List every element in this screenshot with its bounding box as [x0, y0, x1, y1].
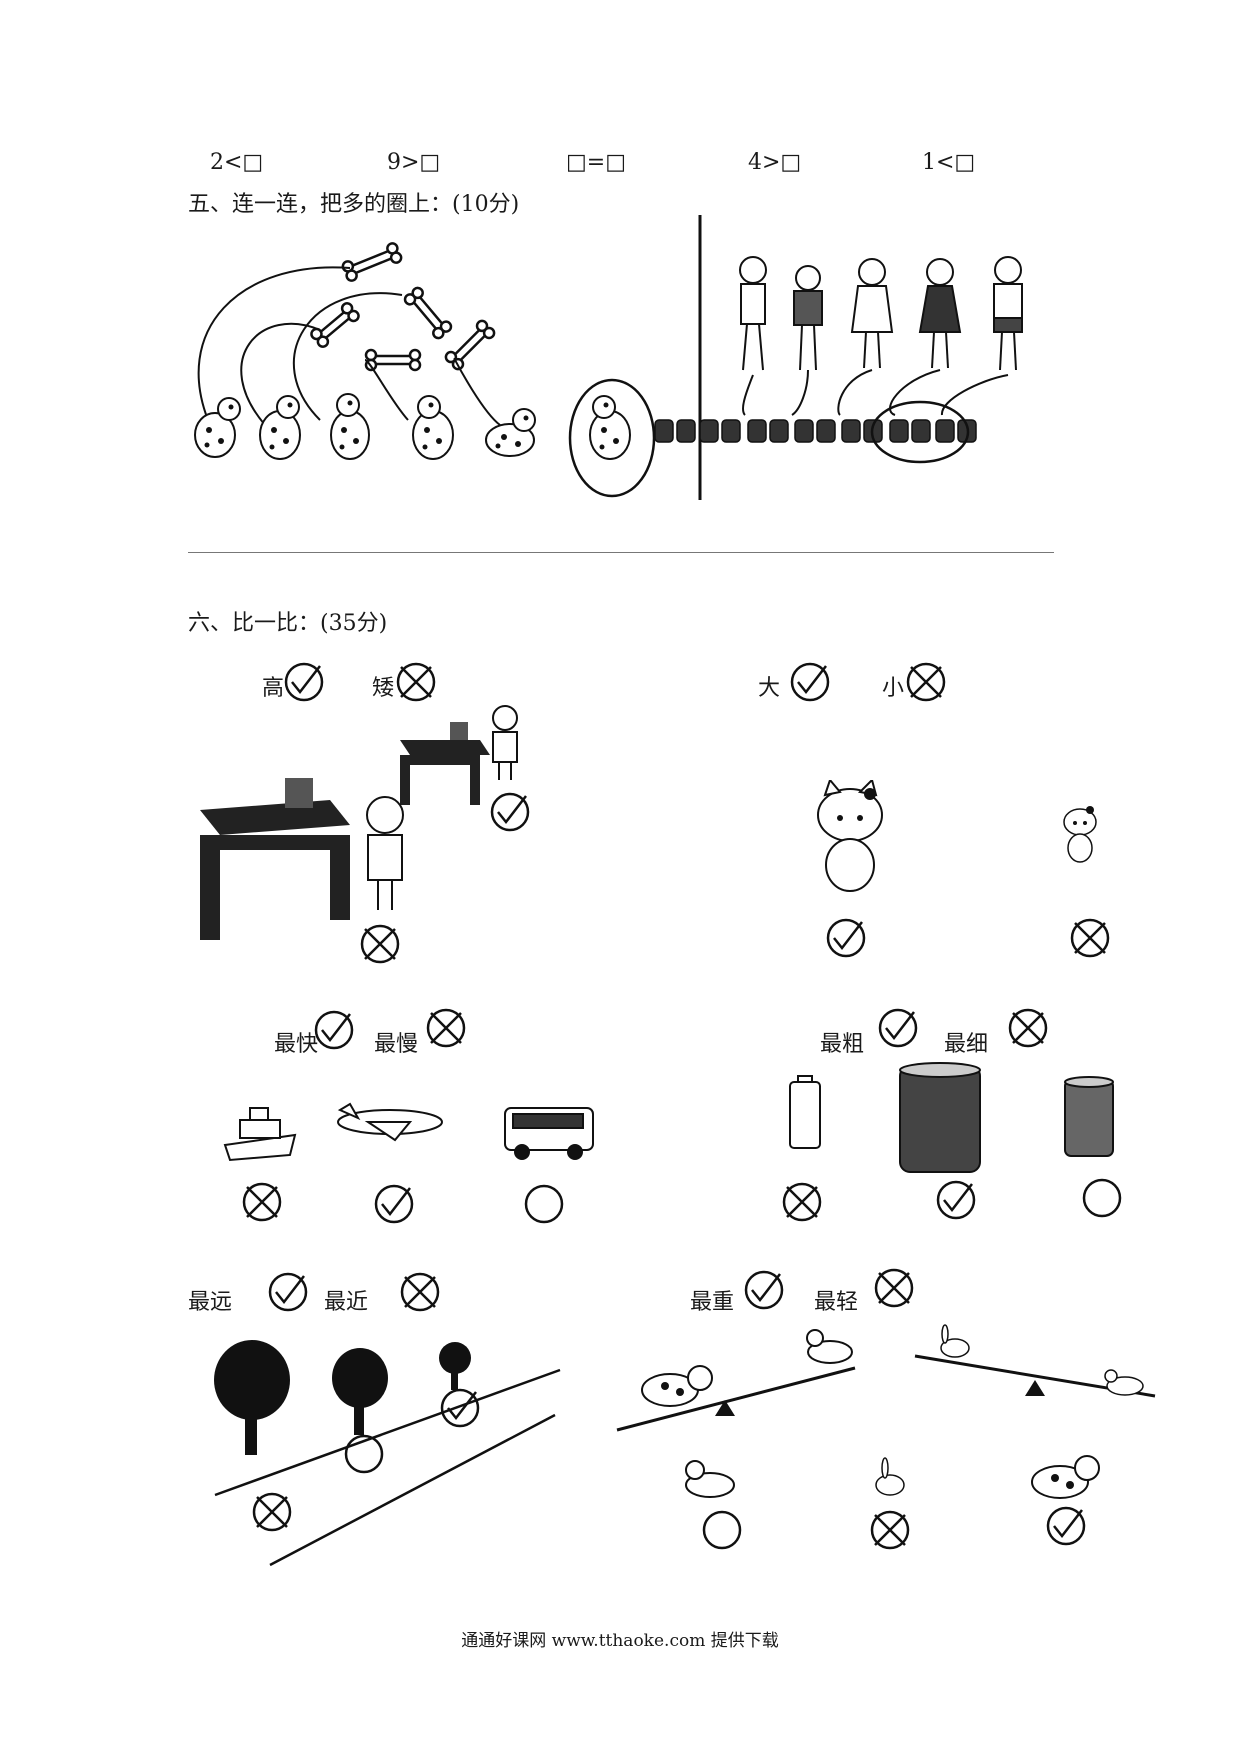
- label-small: 小: [882, 676, 905, 701]
- footer-text: 通通好课网 www.tthaoke.com 提供下载: [461, 1631, 779, 1651]
- cross-mark-icon: [874, 1268, 914, 1308]
- section6-title: 六、比一比：(35分): [188, 611, 388, 636]
- cross-mark-icon: [1070, 918, 1110, 958]
- inequality-2: 9>□: [387, 150, 441, 175]
- batteries-illustration: [789, 1062, 1114, 1173]
- cross-mark-icon: [400, 1272, 440, 1312]
- check-mark-icon: [744, 1270, 784, 1310]
- hello-kitty-illustration: [817, 780, 1097, 892]
- seesaw-animals-illustration: [616, 1324, 1156, 1499]
- empty-circle-icon[interactable]: [344, 1434, 384, 1474]
- inequality-3: □=□: [566, 150, 627, 175]
- children: [739, 256, 1023, 371]
- check-mark-icon: [878, 1008, 918, 1048]
- check-mark-icon: [826, 918, 866, 958]
- label-slowest: 最慢: [374, 1032, 419, 1057]
- label-lightest: 最轻: [814, 1290, 859, 1315]
- vehicles-illustration: [223, 1102, 594, 1162]
- check-mark-icon: [1046, 1506, 1086, 1546]
- label-fastest: 最快: [274, 1032, 319, 1057]
- check-mark-icon: [314, 1010, 354, 1050]
- check-mark-icon: [268, 1272, 308, 1312]
- circle-extra-dog: [568, 378, 656, 498]
- inequality-5: 1<□: [922, 150, 976, 175]
- trees-road-illustration: [214, 1340, 561, 1567]
- matching-illustration: [194, 215, 1023, 500]
- label-thickest: 最粗: [820, 1032, 865, 1057]
- cross-mark-icon: [782, 1182, 822, 1222]
- label-heaviest: 最重: [690, 1290, 735, 1315]
- cross-mark-icon: [1008, 1008, 1048, 1048]
- cross-mark-icon: [242, 1182, 282, 1222]
- shoes: [654, 419, 977, 443]
- check-mark-icon: [490, 792, 530, 832]
- cross-mark-icon: [252, 1492, 292, 1532]
- label-thinnest: 最细: [944, 1032, 989, 1057]
- label-big: 大: [758, 676, 781, 701]
- check-mark-icon: [790, 662, 830, 702]
- label-farthest: 最远: [188, 1290, 233, 1315]
- section-divider: [188, 552, 1054, 553]
- empty-circle-icon[interactable]: [1082, 1178, 1122, 1218]
- desks-boys-illustration: [200, 705, 518, 940]
- cross-mark-icon: [396, 662, 436, 702]
- label-nearest: 最近: [324, 1290, 369, 1315]
- check-mark-icon: [284, 662, 324, 702]
- label-tall: 高: [262, 676, 285, 701]
- cross-mark-icon: [906, 662, 946, 702]
- inequality-1: 2<□: [210, 150, 264, 175]
- empty-circle-icon[interactable]: [702, 1510, 742, 1550]
- cross-mark-icon: [360, 924, 400, 964]
- circle-extra-shoes: [870, 400, 970, 464]
- dog-bone-lines: [197, 266, 501, 426]
- bones: [310, 242, 496, 372]
- cross-mark-icon: [426, 1008, 466, 1048]
- label-short: 矮: [372, 676, 395, 701]
- empty-circle-icon[interactable]: [524, 1184, 564, 1224]
- check-mark-icon: [374, 1184, 414, 1224]
- dalmatian-dogs: [194, 393, 631, 460]
- child-shoe-lines: [742, 369, 1009, 416]
- cross-mark-icon: [870, 1510, 910, 1550]
- section5-title: 五、连一连，把多的圈上：(10分): [188, 192, 520, 217]
- check-mark-icon: [936, 1180, 976, 1220]
- inequality-4: 4>□: [748, 150, 802, 175]
- check-mark-icon: [440, 1388, 480, 1428]
